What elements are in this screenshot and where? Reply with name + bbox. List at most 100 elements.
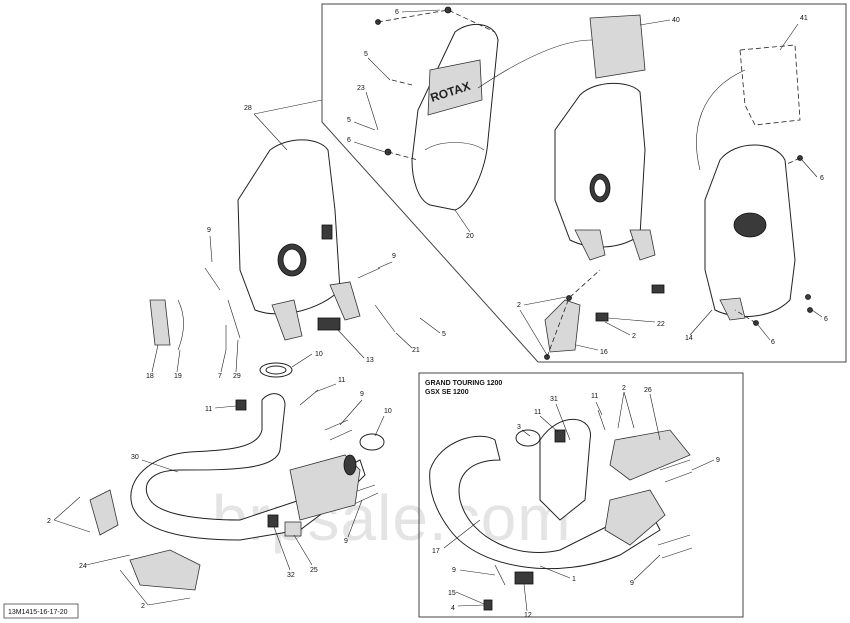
bolt-29: [227, 299, 241, 339]
rod-21: [374, 304, 396, 333]
callout-2e: 2: [622, 385, 626, 392]
leader-lines: [53, 9, 823, 612]
callout-16: 16: [600, 349, 608, 356]
callout-32: 32: [287, 572, 295, 579]
callout-41: 41: [800, 15, 808, 22]
assembly-line-b: [391, 79, 413, 86]
callout-3: 3: [517, 424, 521, 431]
spring-9-left: [204, 267, 221, 291]
rubber-mount-13: [317, 317, 341, 331]
heat-shield-24b: [129, 549, 201, 591]
leader-40: [477, 39, 593, 89]
clamp-11: [235, 399, 247, 411]
bracket-18: [149, 299, 171, 346]
callout-19: 19: [174, 373, 182, 380]
callout-2c: 2: [47, 518, 51, 525]
callout-21: 21: [412, 347, 420, 354]
callout-11: 11: [338, 377, 345, 384]
leader-41: [696, 69, 746, 171]
assembly-line-d: [546, 269, 601, 358]
callout-20: 20: [466, 233, 474, 240]
callout-5b: 5: [347, 117, 351, 124]
heat-shield-20: ROTAX: [411, 24, 499, 211]
inset-frame: [418, 372, 744, 618]
spring-11: [299, 389, 319, 406]
callout-6b: 6: [347, 137, 351, 144]
callout-6d: 6: [824, 316, 828, 323]
callout-17: 17: [432, 548, 440, 555]
callout-10: 10: [315, 351, 323, 358]
callout-9b: 9: [392, 253, 396, 260]
callout-40: 40: [672, 17, 680, 24]
clip-22b: [651, 284, 665, 294]
callout-24: 24: [79, 563, 87, 570]
callout-2: 2: [517, 302, 521, 309]
callout-11b: 11: [205, 406, 212, 413]
clip-22: [595, 312, 609, 322]
silencer-body-28: [237, 139, 361, 341]
gasket-10b: [359, 433, 385, 451]
shield-26: [609, 429, 691, 481]
inset-title-line-1: GRAND TOURING 1200: [425, 380, 502, 387]
rear-shield-14: [704, 144, 796, 321]
screw-6-top: [444, 6, 452, 14]
callout-9c: 9: [360, 391, 364, 398]
inset-exhaust-assembly: [429, 409, 693, 611]
bracket-19: [177, 299, 184, 351]
callout-14: 14: [685, 335, 693, 342]
callout-1: 1: [572, 576, 576, 583]
callout-2d: 2: [141, 603, 145, 610]
callout-28: 28: [244, 105, 252, 112]
screw-6-right-c: [807, 307, 813, 313]
callout-31: 31: [550, 396, 558, 403]
diagram-code: 13M1415-16-17-20: [8, 609, 68, 616]
callouts: 6 40 41 5 23 5 6 28 20 6 9 9 2 22 2 14 6…: [47, 9, 828, 619]
spring-9-mid: [324, 419, 353, 441]
callout-9d: 9: [344, 538, 348, 545]
callout-11c: 11: [591, 393, 598, 400]
callout-12: 12: [524, 612, 532, 619]
callout-4: 4: [451, 605, 455, 612]
gasket-40: [589, 14, 646, 79]
callout-13: 13: [366, 357, 374, 364]
callout-23: 23: [357, 85, 365, 92]
callout-5: 5: [364, 51, 368, 58]
leader-28: [253, 99, 323, 151]
muffler-assembly-frame: [321, 3, 847, 363]
callout-25: 25: [310, 567, 318, 574]
callout-6: 6: [395, 9, 399, 16]
assembly-line-f: [784, 157, 801, 166]
inset-title-line-2: GSX SE 1200: [425, 389, 469, 396]
bracket-16: [544, 299, 581, 353]
gasket-41-outline: [739, 44, 801, 126]
callout-30: 30: [131, 454, 139, 461]
callout-10b: 10: [384, 408, 392, 415]
callout-6c: 6: [820, 175, 824, 182]
callout-22: 22: [657, 321, 665, 328]
callout-15: 15: [448, 590, 456, 597]
callout-5c: 5: [442, 331, 446, 338]
callout-11d: 11: [534, 409, 541, 416]
exhaust-pipe-30: [130, 393, 366, 541]
diagram-code-box: [3, 603, 79, 619]
silencer-body-right: [554, 82, 656, 261]
callout-18: 18: [146, 373, 154, 380]
assembly-line-a: [377, 9, 496, 33]
bracket-25: [284, 521, 302, 537]
callout-29: 29: [233, 373, 241, 380]
callout-2b: 2: [632, 333, 636, 340]
heat-shield-24a: [89, 489, 119, 536]
callout-26: 26: [644, 387, 652, 394]
callout-9g: 9: [630, 580, 634, 587]
callout-7: 7: [218, 373, 222, 380]
callout-9: 9: [207, 227, 211, 234]
screw-6-right-b: [805, 294, 811, 300]
callout-9e: 9: [716, 457, 720, 464]
callout-9f: 9: [452, 567, 456, 574]
assembly-line-c: [387, 151, 419, 161]
callout-6e: 6: [771, 339, 775, 346]
gasket-ring-10-inner: [265, 365, 287, 375]
assembly-line-e: [734, 309, 757, 324]
spring-9-right: [357, 267, 381, 279]
